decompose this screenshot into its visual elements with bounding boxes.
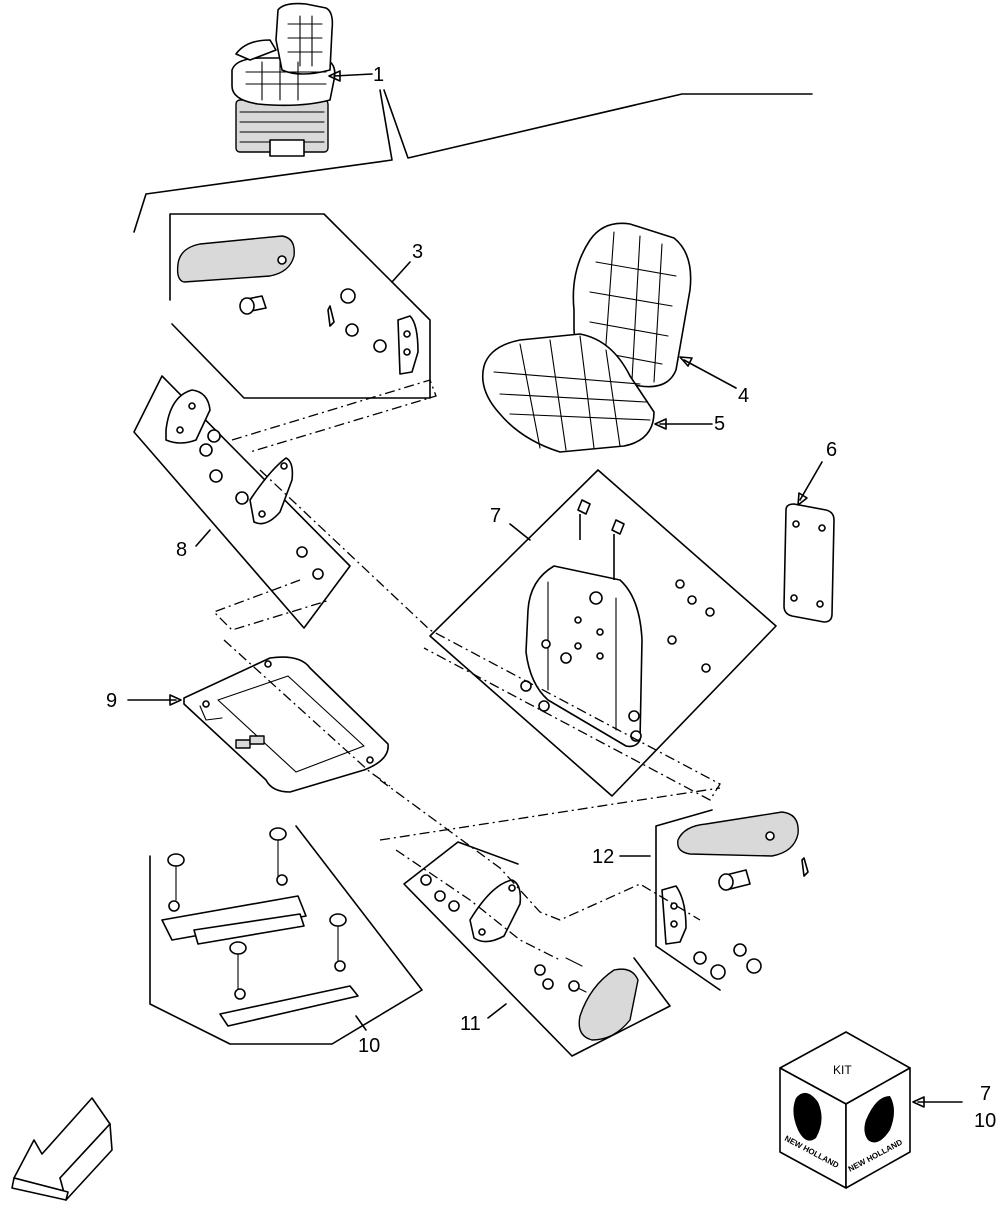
suspension-frame [520, 499, 715, 748]
leader-10 [355, 1015, 367, 1031]
callout-4: 4 [738, 385, 749, 407]
direction-arrow-icon [11, 1097, 113, 1201]
explosion-bracket [133, 89, 813, 233]
callout-8: 8 [176, 539, 187, 561]
callout-kit-10: 10 [974, 1110, 996, 1132]
assembly-lines [212, 379, 721, 961]
leader-4 [683, 359, 737, 389]
leader-11 [487, 1003, 507, 1019]
frame-8 [133, 375, 351, 629]
callout-kit-7: 7 [980, 1083, 991, 1105]
callout-7: 7 [490, 505, 501, 527]
leader-6 [799, 461, 823, 501]
frame-11 [403, 841, 671, 1057]
callout-1: 1 [373, 64, 384, 86]
leader-3 [391, 261, 411, 283]
callout-12: 12 [592, 846, 614, 868]
seat-assembly [231, 2, 336, 157]
slide-base [183, 656, 389, 793]
callout-5: 5 [714, 413, 725, 435]
frame-3 [169, 213, 431, 399]
slide-rails [161, 827, 359, 1027]
right-bracket [420, 874, 639, 1041]
frame-7 [429, 469, 777, 797]
leader-8 [195, 529, 211, 547]
callout-11: 11 [460, 1013, 481, 1035]
right-armrest [661, 811, 809, 980]
callout-10: 10 [358, 1035, 380, 1057]
leader-7 [509, 523, 531, 541]
seat-cushion [481, 333, 655, 453]
frame-12 [655, 809, 721, 991]
side-bracket [165, 389, 324, 580]
kit-label: KIT [833, 1063, 852, 1077]
callout-9: 9 [106, 690, 117, 712]
frame-10 [149, 825, 423, 1045]
callout-6: 6 [826, 439, 837, 461]
cover-plate [783, 503, 835, 623]
left-armrest [176, 235, 419, 375]
kit-box-icon: KIT NEW HOLLAND NEW HOLLAND [779, 1031, 911, 1189]
callout-3: 3 [412, 241, 423, 263]
